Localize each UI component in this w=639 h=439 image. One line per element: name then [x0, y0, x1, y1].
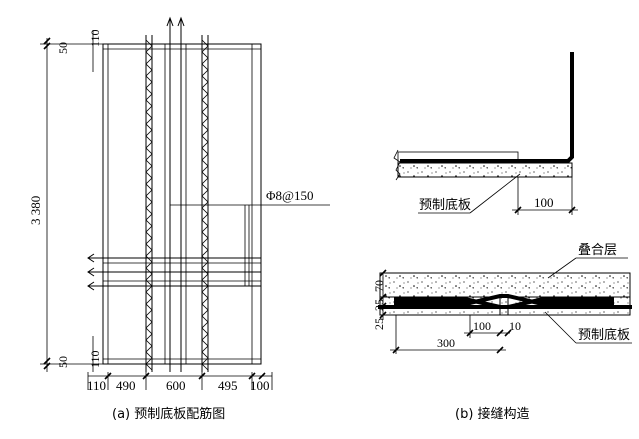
dim-25b: 25: [372, 299, 386, 311]
dim-490: 490: [116, 378, 136, 393]
rebar-spec-label: Φ8@150: [266, 188, 313, 203]
horizontal-dimension: [87, 372, 273, 390]
precast-slab-plan: Φ8@150 50 110 3 380 50 110: [28, 16, 330, 422]
dim-70: 70: [372, 280, 386, 292]
dim-100-joint: 100: [473, 319, 491, 333]
dim-10-joint: 10: [509, 319, 521, 333]
precast-slab-section: [397, 162, 573, 178]
bent-rebar: [400, 52, 574, 163]
dim-bottom-50: 50: [56, 356, 70, 368]
dim-300-joint: 300: [437, 336, 455, 350]
topping-layer-label: 叠合层: [578, 243, 617, 258]
dim-bottom-110: 110: [88, 350, 102, 368]
edge-joint-detail: 预制底板 100: [393, 52, 578, 215]
lattice-truss-right: [201, 35, 209, 372]
precast-slab-label-bottom: 预制底板: [578, 327, 630, 343]
dim-495: 495: [218, 378, 238, 393]
transverse-bars: [87, 253, 261, 291]
lattice-truss-left: [145, 35, 153, 372]
dim-600: 600: [166, 378, 186, 393]
dim-top-50: 50: [56, 42, 70, 54]
dim-100: 100: [250, 378, 270, 393]
left-caption: (a) 预制底板配筋图: [112, 406, 225, 422]
dim-110: 110: [87, 378, 106, 393]
lap-bar-lower: [394, 294, 614, 305]
vertical-dimension: [40, 30, 103, 372]
slab-outline: [102, 43, 262, 365]
dim-25a: 25: [372, 318, 386, 330]
topping-layer: [379, 272, 631, 298]
right-caption: (b) 接缝构造: [455, 406, 530, 422]
longitudinal-bars: [164, 16, 187, 372]
dim-100-top: 100: [534, 195, 554, 210]
slab-joint-detail: 25 25 70 叠合层 预制底板 100 10 300: [372, 243, 632, 354]
dim-total-height: 3 380: [28, 196, 43, 225]
rebar-detail-box: [170, 204, 330, 286]
dim-top-110: 110: [88, 29, 102, 47]
precast-slab-label-top: 预制底板: [419, 197, 471, 213]
